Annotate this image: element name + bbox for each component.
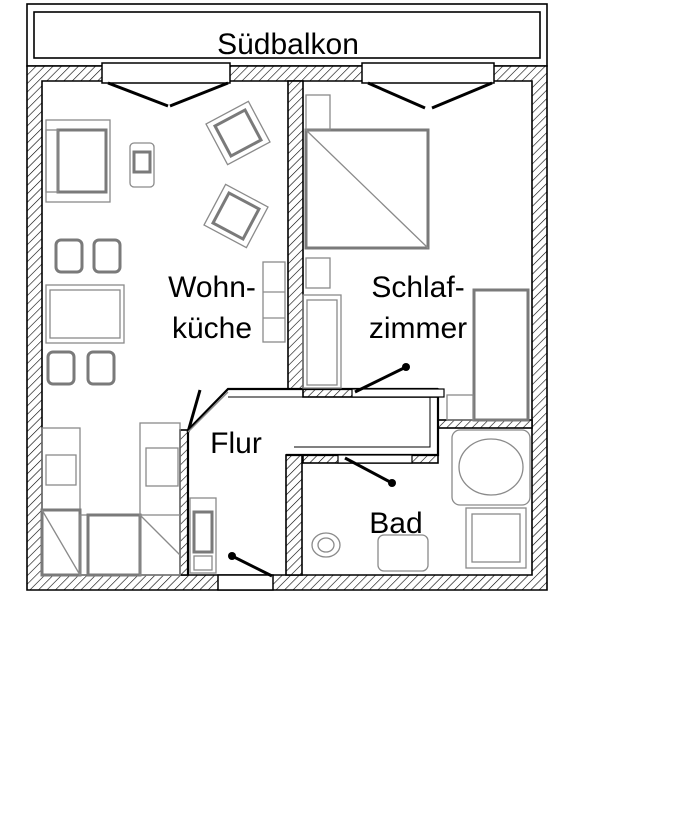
dining-chairs: [46, 238, 122, 386]
balcony-door-bedroom: [361, 62, 495, 110]
bed: [304, 128, 430, 250]
door-living: [186, 389, 229, 433]
door-bedroom: [351, 363, 445, 398]
bedroom-label-line1: Schlaf-: [371, 271, 464, 304]
living-kitchen-label-line1: Wohn-: [168, 271, 256, 304]
bathroom-label: Bad: [369, 507, 422, 540]
shower: [465, 507, 527, 569]
balcony: [26, 3, 548, 67]
armchair-sofa: [45, 119, 111, 203]
desk: [446, 288, 530, 422]
shelf: [262, 261, 286, 343]
hallway-cabinet: [189, 497, 217, 574]
armchair-bottom: [203, 183, 269, 249]
nightstands: [305, 94, 331, 289]
hallway-label: Flur: [210, 427, 262, 460]
side-table: [129, 142, 155, 188]
balcony-label: Südbalkon: [217, 28, 359, 61]
bathtub: [451, 429, 531, 506]
wardrobe: [302, 294, 342, 389]
bedroom-label-line2: zimmer: [369, 312, 467, 345]
toilet: [311, 532, 341, 558]
hallway-outline: [186, 387, 440, 575]
dining-table: [45, 284, 125, 344]
balcony-door-living: [101, 62, 231, 108]
living-kitchen-label-line2: küche: [172, 312, 252, 345]
door-bathroom: [337, 454, 413, 487]
entrance-door: [217, 552, 274, 591]
armchair-top: [205, 100, 271, 166]
kitchen-units: [40, 422, 181, 577]
sink: [377, 534, 429, 572]
